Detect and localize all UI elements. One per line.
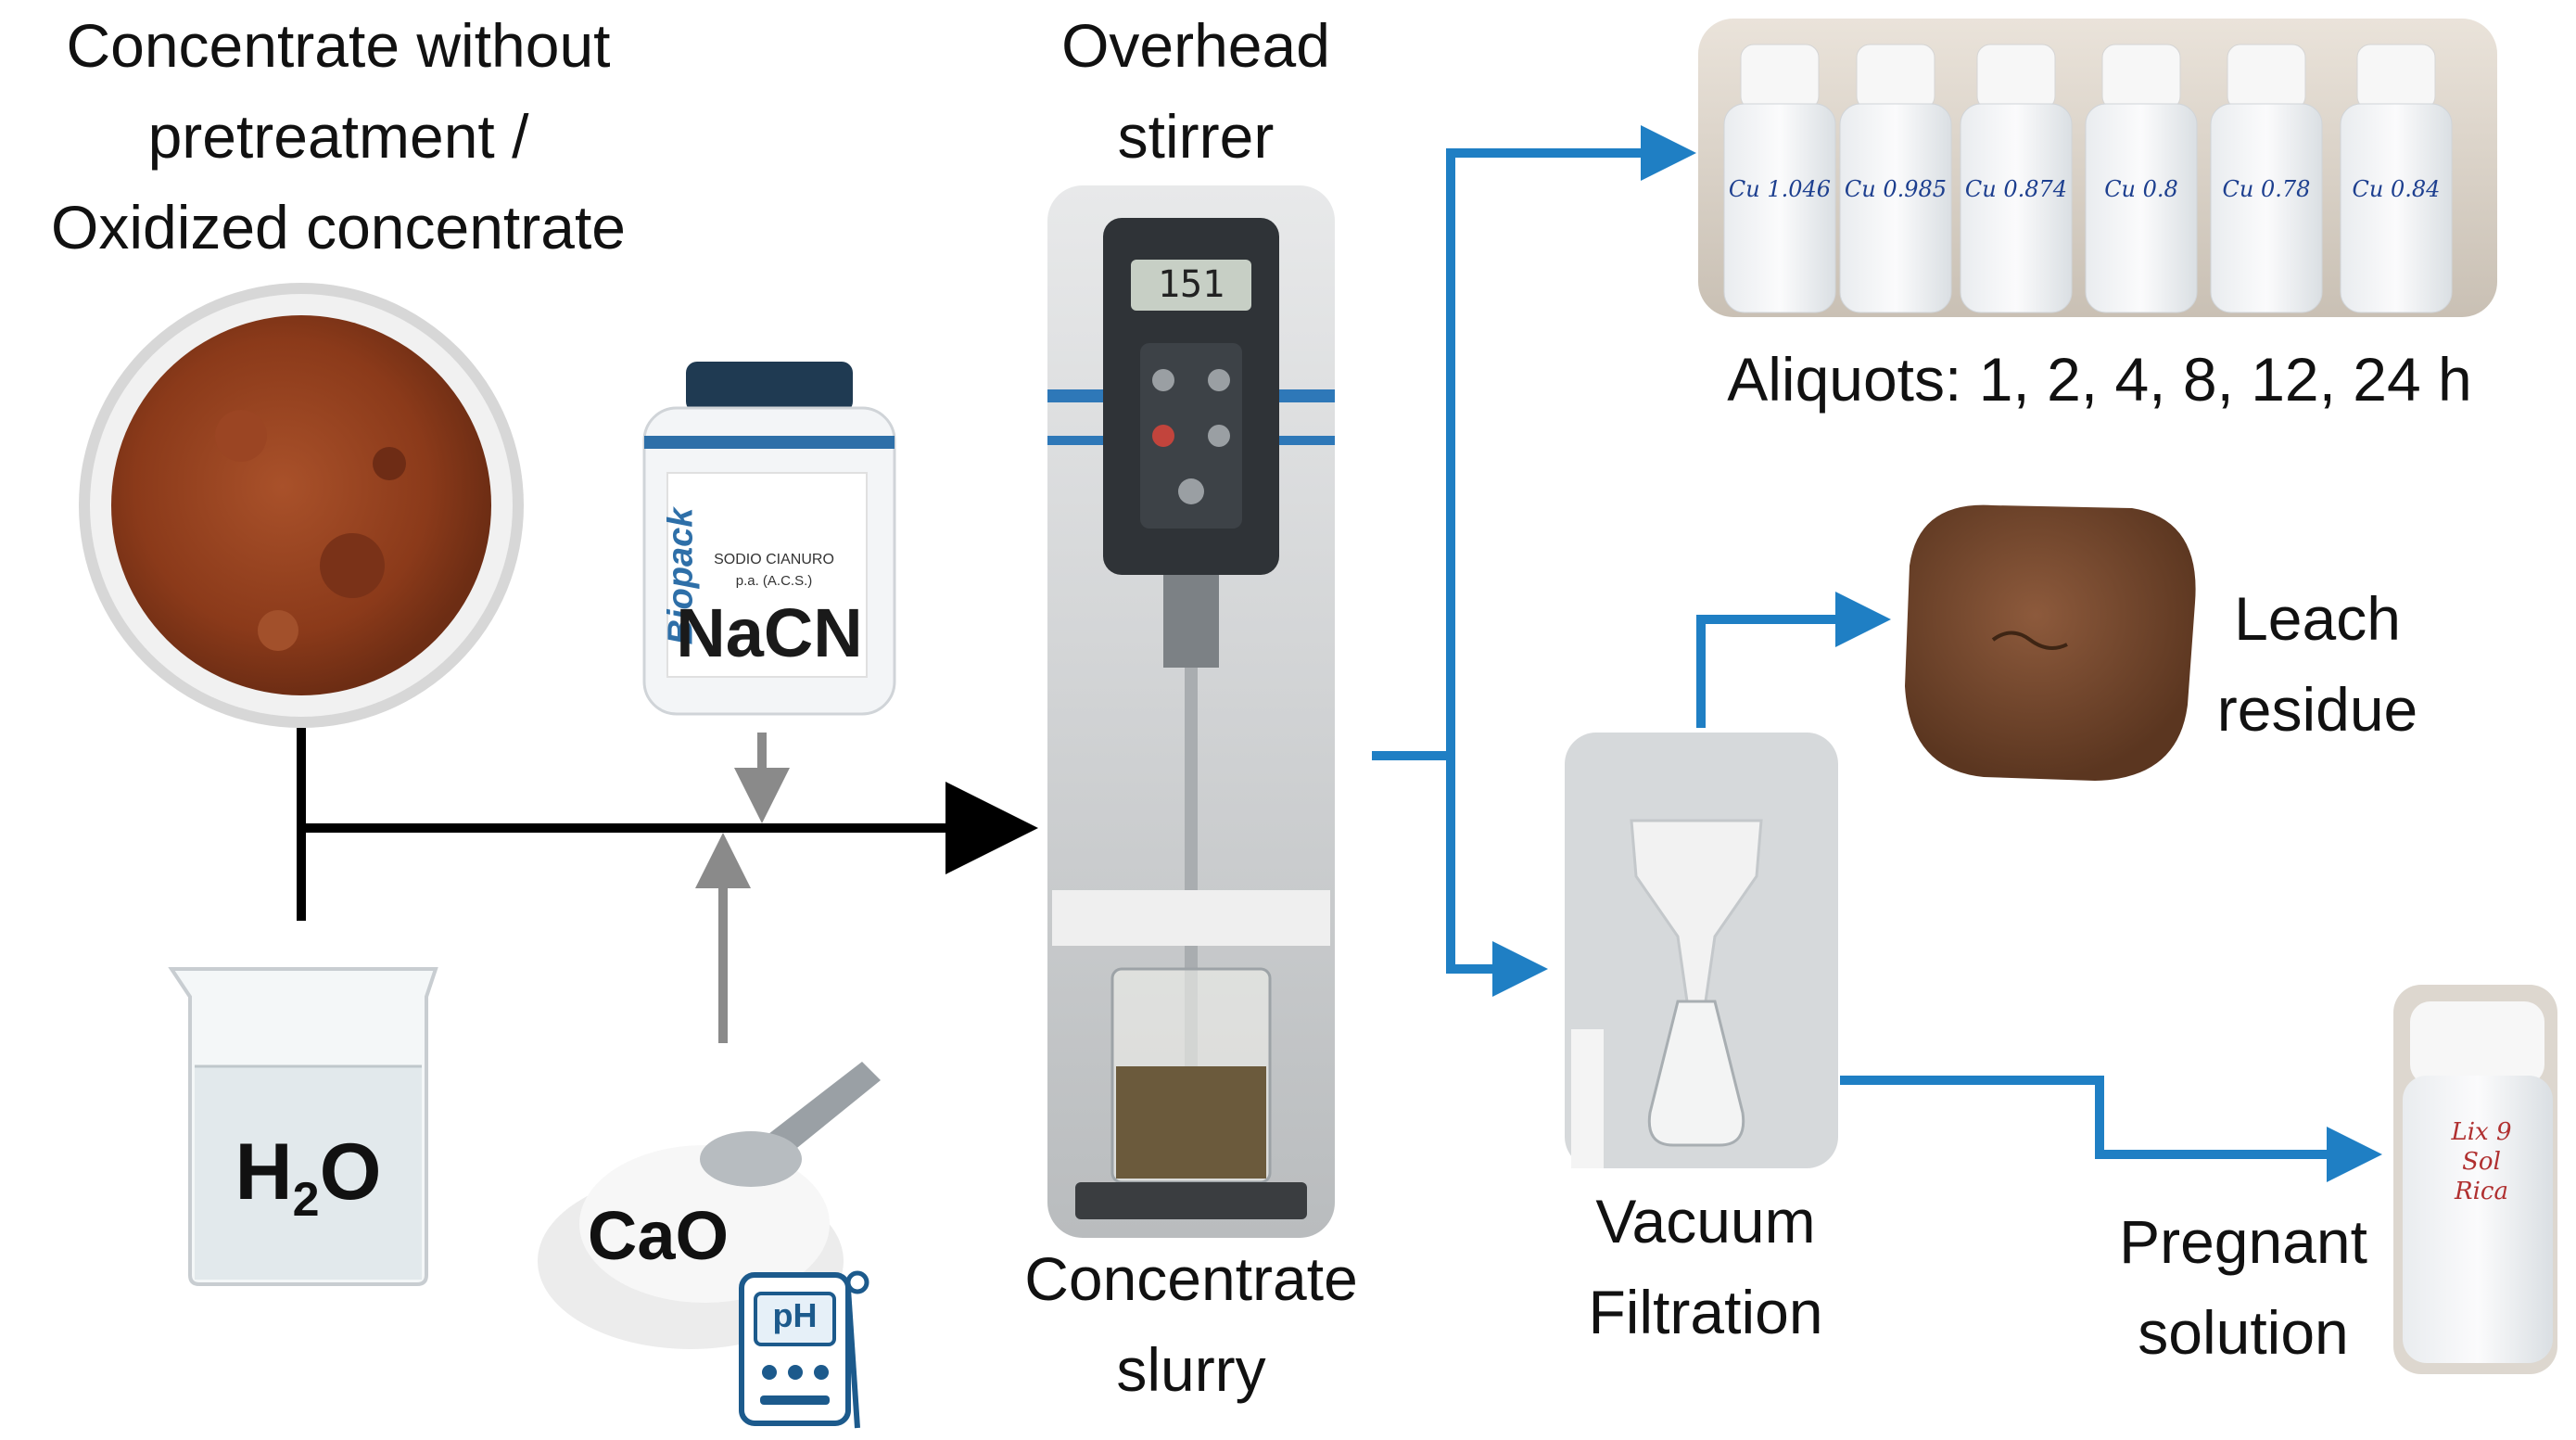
bottle-cap: [2356, 44, 2436, 110]
bottle-cap: [1976, 44, 2056, 110]
pregnant-bottle-label: Lix 9 Sol Rica: [2451, 1118, 2512, 1205]
overhead-stirrer-illustration: [1047, 185, 1335, 1238]
aliquot-bottle-label: Cu 1.046: [1728, 176, 1832, 202]
to-pregnant-arrow: [1840, 1076, 2382, 1182]
nacn-small-text: SODIO CIANURO: [714, 552, 834, 567]
to-residue-arrow: [1696, 592, 1891, 728]
aliquot-bottle-label: Cu 0.874: [1964, 176, 2068, 202]
aliquot-bottle: [1960, 103, 2073, 313]
cao-formula: CaO: [587, 1197, 730, 1274]
stirrer-display: 151: [1157, 263, 1225, 306]
output-arrows: [1372, 125, 2382, 1182]
concentrate-slurry-label: Concentrate slurry: [1024, 1244, 1358, 1404]
pregnant-solution-bottle-illustration: [2393, 985, 2557, 1374]
feed-lines: [297, 728, 1038, 921]
leach-residue-label: Leach residue: [2216, 584, 2418, 744]
water-beaker-illustration: [168, 967, 438, 1286]
vacuum-filtration-illustration: [1565, 733, 1838, 1168]
aliquot-bottle: [1723, 103, 1836, 313]
aliquot-bottles-illustration: [1698, 19, 2497, 317]
bottle-cap: [1740, 44, 1820, 110]
vacuum-filtration-label: Vacuum Filtration: [1588, 1187, 1823, 1346]
concentrate-label: Concentrate without pretreatment / Oxidi…: [50, 11, 626, 261]
nacn-grade-text: p.a. (A.C.S.): [735, 573, 813, 589]
leach-residue-illustration: [1905, 504, 2196, 781]
ph-text: pH: [772, 1296, 818, 1334]
nacn-jar-illustration: [642, 362, 896, 716]
aliquot-bottle: [1839, 103, 1952, 313]
bottle-cap: [1856, 44, 1935, 110]
aliquot-bottle-label: Cu 0.8: [2104, 176, 2178, 202]
bottle-cap: [2101, 44, 2181, 110]
to-aliquots-arrow: [1446, 125, 1696, 974]
nacn-formula: NaCN: [676, 594, 863, 671]
bottle-cap: [2227, 44, 2306, 110]
aliquot-bottle: [2210, 103, 2323, 313]
aliquot-bottle: [2085, 103, 2198, 313]
aliquot-bottle-label: Cu 0.84: [2352, 176, 2441, 202]
aliquot-bottle-label: Cu 0.78: [2222, 176, 2311, 202]
aliquot-bottle: [2340, 103, 2453, 313]
ph-meter-illustration: [739, 1270, 869, 1429]
aliquot-bottle-label: Cu 0.985: [1844, 176, 1948, 202]
overhead-stirrer-label: Overhead stirrer: [1061, 11, 1330, 171]
water-formula: H2O: [235, 1128, 382, 1228]
concentrate-dish-illustration: [79, 283, 524, 728]
aliquots-label: Aliquots: 1, 2, 4, 8, 12, 24 h: [1727, 345, 2472, 414]
pregnant-solution-label: Pregnant solution: [2119, 1207, 2367, 1367]
